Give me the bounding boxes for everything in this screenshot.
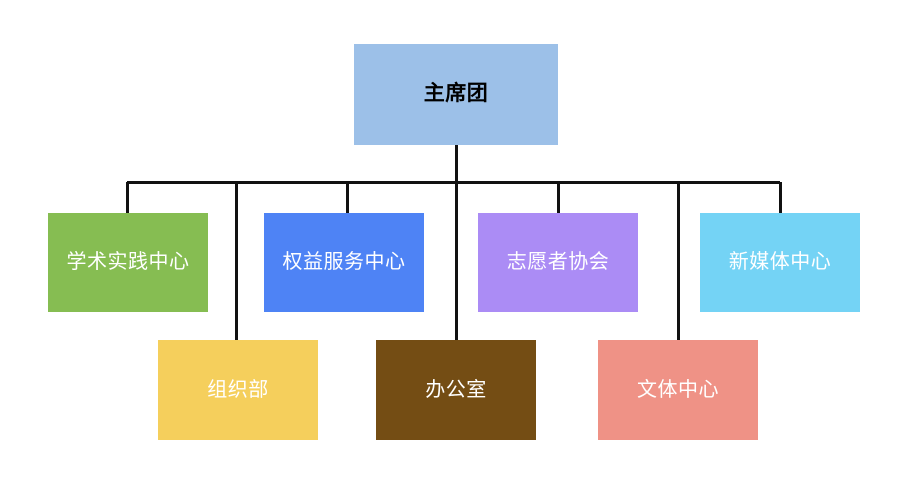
drop-line-rights-service-center (346, 182, 349, 213)
drop-line-volunteer-association (557, 182, 560, 213)
drop-line-culture-sports-center (677, 182, 680, 340)
node-academic-practice-center[interactable]: 学术实践中心 (48, 213, 208, 312)
horizontal-bus (127, 181, 780, 184)
drop-line-academic-practice-center (126, 182, 129, 213)
node-label-presidium: 主席团 (423, 82, 489, 106)
node-label-office: 办公室 (425, 378, 487, 401)
node-rights-service-center[interactable]: 权益服务中心 (264, 213, 424, 312)
node-label-academic-practice-center: 学术实践中心 (66, 251, 190, 273)
node-organization-department[interactable]: 组织部 (158, 340, 318, 440)
node-label-volunteer-association: 志愿者协会 (506, 251, 610, 273)
drop-line-office (455, 182, 458, 340)
drop-line-organization-department (235, 182, 238, 340)
node-culture-sports-center[interactable]: 文体中心 (598, 340, 758, 440)
node-label-organization-department: 组织部 (207, 378, 269, 401)
node-label-new-media-center: 新媒体中心 (728, 251, 832, 273)
node-label-rights-service-center: 权益服务中心 (282, 251, 406, 273)
node-office[interactable]: 办公室 (376, 340, 536, 440)
drop-line-new-media-center (779, 182, 782, 213)
node-presidium[interactable]: 主席团 (354, 44, 558, 145)
node-new-media-center[interactable]: 新媒体中心 (700, 213, 860, 312)
root-stem (455, 145, 458, 182)
node-volunteer-association[interactable]: 志愿者协会 (478, 213, 638, 312)
node-label-culture-sports-center: 文体中心 (637, 378, 719, 401)
